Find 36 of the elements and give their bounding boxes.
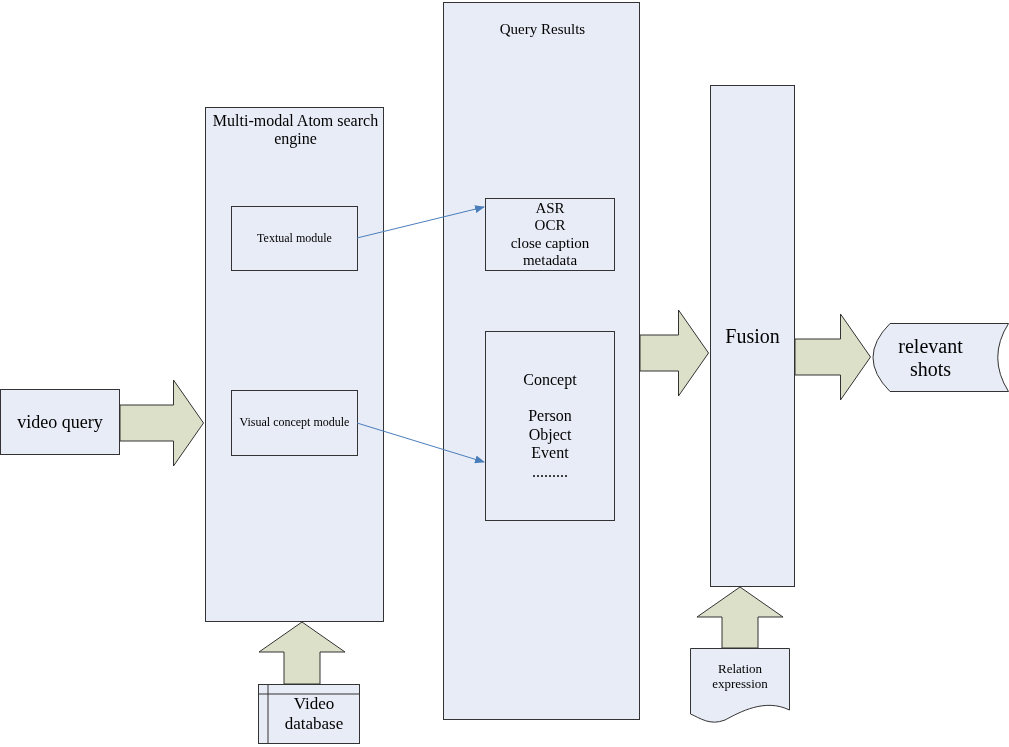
fusion-panel xyxy=(710,85,795,587)
results-box xyxy=(485,331,615,521)
block-arrow xyxy=(794,313,871,401)
node-label: Query Results xyxy=(499,21,586,39)
node-label: ASR xyxy=(535,200,565,218)
block-arrow xyxy=(639,309,709,397)
node-label: Person xyxy=(528,407,572,426)
node-label: Multi-modal Atom search engine xyxy=(211,112,380,149)
stored-data-shape xyxy=(872,323,1009,392)
node-label: Fusion xyxy=(725,324,780,348)
node-label: Object xyxy=(528,425,572,445)
node-label: Relation expression xyxy=(711,662,769,692)
module-box xyxy=(231,206,358,271)
results-box xyxy=(485,198,615,271)
node-label: Textual module xyxy=(257,231,332,246)
node-label: ......... xyxy=(532,462,568,481)
node-label: metadata xyxy=(522,251,578,269)
node-label: Video database xyxy=(283,694,345,734)
node-label: Concept xyxy=(523,371,577,390)
node-label: video query xyxy=(17,411,103,433)
node-label: close caption xyxy=(510,234,590,252)
engine-panel xyxy=(205,107,384,622)
input-box xyxy=(0,389,120,455)
node-label: Visual concept module xyxy=(239,416,350,430)
node-label: Event xyxy=(531,444,569,463)
document-shape xyxy=(690,648,790,720)
block-arrow xyxy=(119,379,204,467)
module-box xyxy=(231,390,358,456)
block-arrow xyxy=(258,621,346,685)
node-label: OCR xyxy=(534,217,566,235)
database-shape xyxy=(258,684,360,744)
arrow xyxy=(356,422,485,464)
node-label: relevant shots xyxy=(897,334,964,381)
arrow xyxy=(356,205,485,239)
results-panel xyxy=(443,2,640,720)
block-arrow xyxy=(696,586,784,649)
